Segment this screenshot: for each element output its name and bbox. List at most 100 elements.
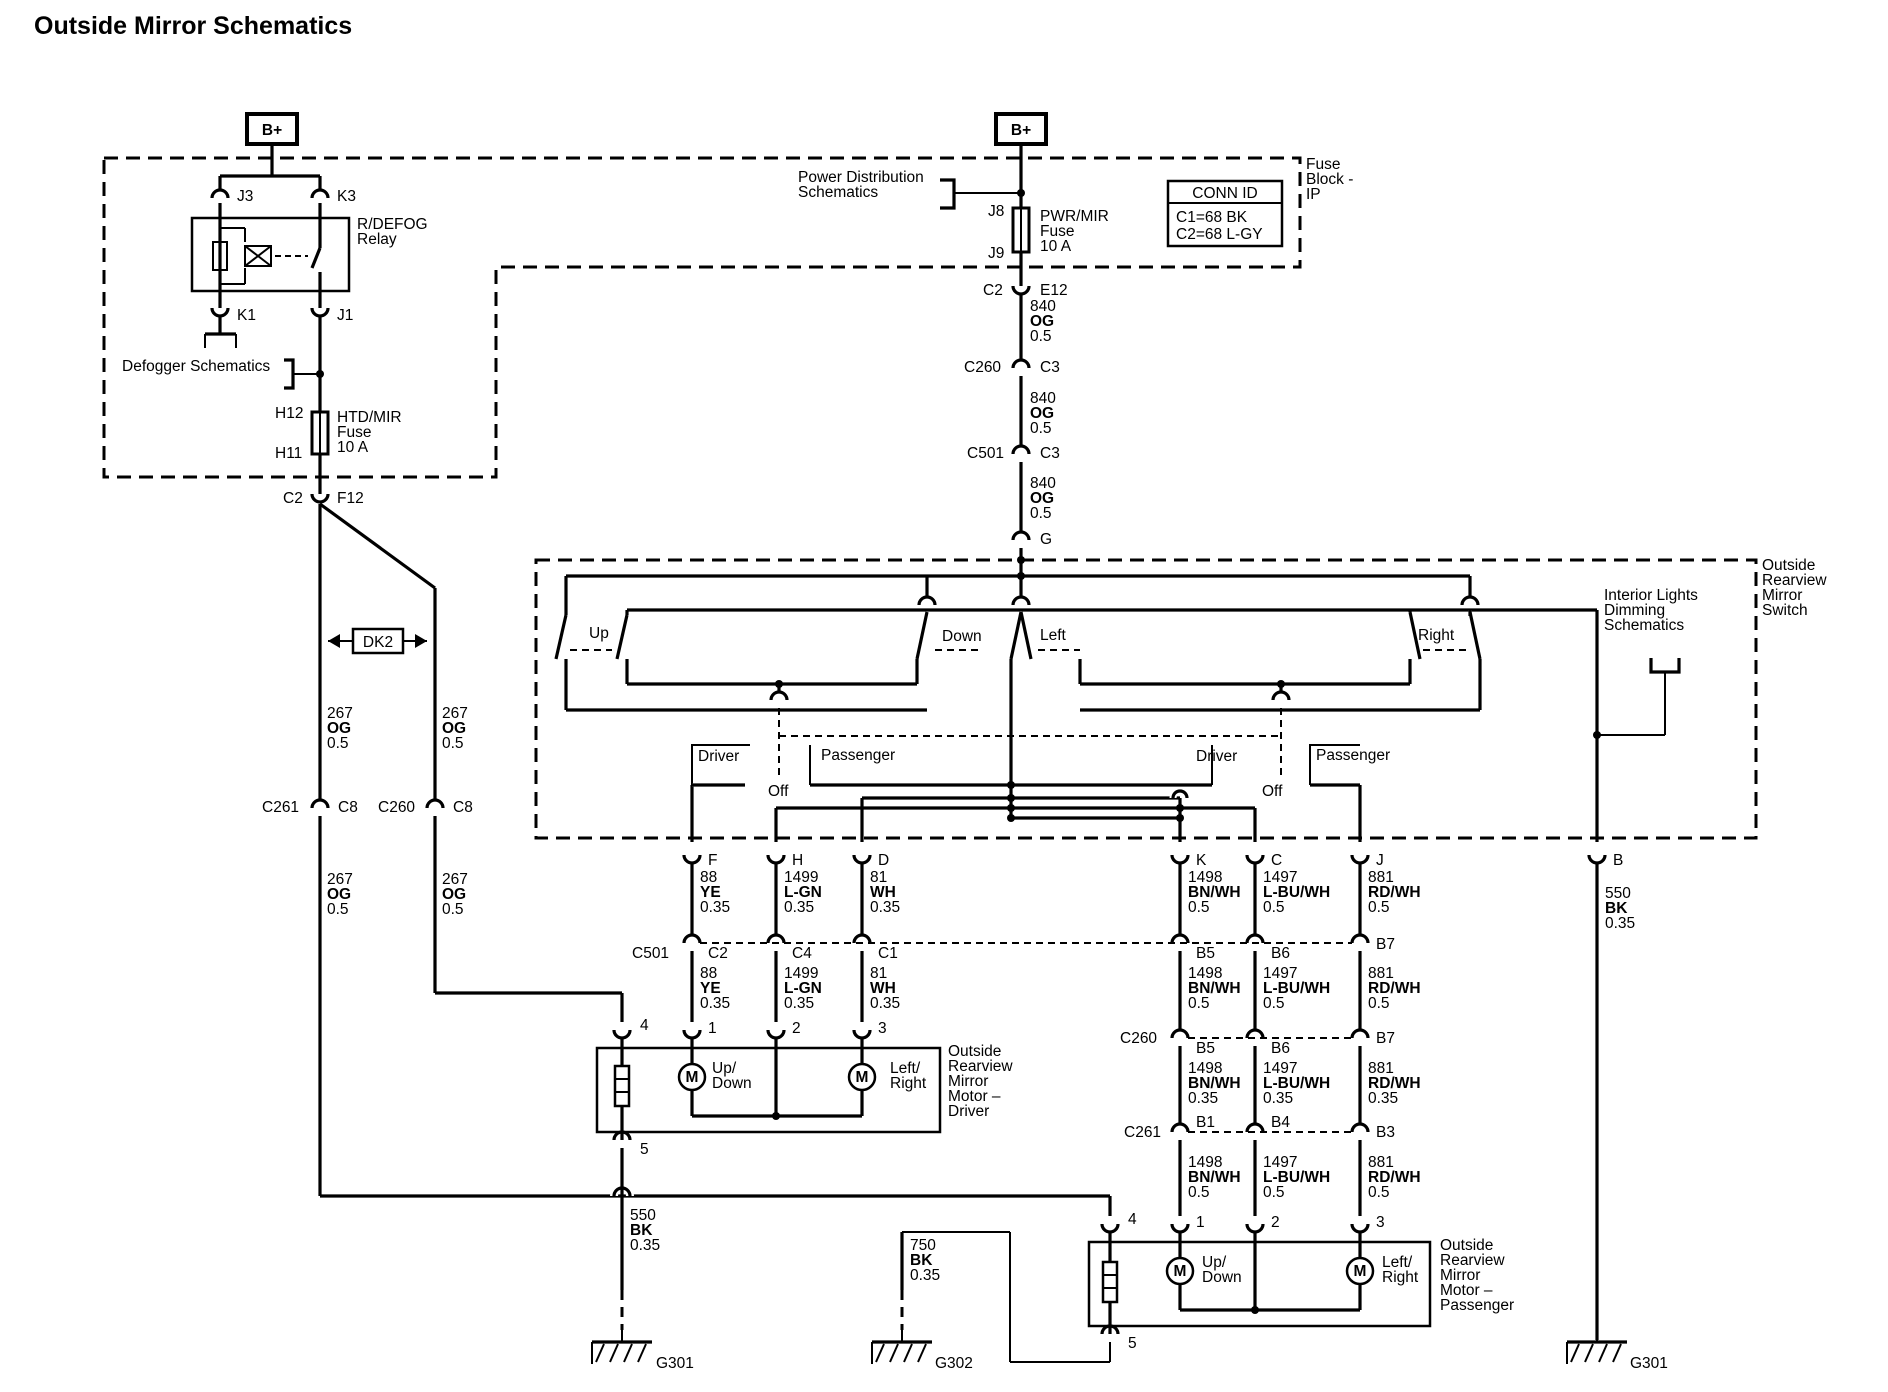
switch-label-3: Mirror (1762, 587, 1802, 604)
wire-c-b-1: 1497 (1263, 965, 1297, 982)
passenger-motor-label-2: Rearview (1440, 1252, 1505, 1269)
wire-h-b-3: 0.35 (784, 995, 814, 1012)
passenger-updown-1: Up/ (1202, 1254, 1227, 1271)
wire-h-a-1: 1499 (784, 869, 818, 886)
pin-f12: F12 (337, 490, 364, 507)
switch-label-1: Outside (1762, 557, 1815, 574)
wire-d-b-1: 81 (870, 965, 887, 982)
wire-j-d-1: 881 (1368, 1154, 1394, 1171)
c501-pin-b5: B5 (1196, 945, 1215, 962)
wire-267-b-1: 267 (442, 705, 468, 722)
wire-h-a-3: 0.35 (784, 899, 814, 916)
driver-pin-4: 4 (640, 1017, 649, 1034)
driver-motor-label-3: Mirror (948, 1073, 988, 1090)
c260-pin-b7: B7 (1376, 1030, 1395, 1047)
wire-267-b-2: OG (442, 720, 466, 737)
wire-f-a-3: 0.35 (700, 899, 730, 916)
wire-c-b-2: L-BU/WH (1263, 980, 1330, 997)
wire-j-b-2: RD/WH (1368, 980, 1421, 997)
gnd-wire-550-2: BK (630, 1222, 653, 1239)
wire-j-b-1: 881 (1368, 965, 1394, 982)
dimming-label-1: Interior Lights (1604, 587, 1698, 604)
wire-d-a-1: 81 (870, 869, 887, 886)
switch-passenger-label-2: Passenger (1316, 747, 1390, 764)
bplus-left-box: B+ (245, 112, 299, 146)
ground-g302-icon (870, 1328, 934, 1366)
pin-c8-b: C8 (453, 799, 473, 816)
wire-840-a-2: OG (1030, 313, 1054, 330)
pin-c: C (1271, 852, 1282, 869)
passenger-updown-2: Down (1202, 1269, 1242, 1286)
gnd-wire-550-3: 0.35 (630, 1237, 660, 1254)
wire-267-d-3: 0.5 (442, 901, 464, 918)
wire-k-a-2: BN/WH (1188, 884, 1241, 901)
conn-c260-right: C260 (964, 359, 1001, 376)
wire-h-b-1: 1499 (784, 965, 818, 982)
pin-g: G (1040, 531, 1052, 548)
page-title: Outside Mirror Schematics (34, 12, 353, 40)
wire-840-a-1: 840 (1030, 298, 1056, 315)
wire-j-a-1: 881 (1368, 869, 1394, 886)
pin-c8-a: C8 (338, 799, 358, 816)
c261-pin-b1: B1 (1196, 1114, 1215, 1131)
switch-driver-label-2: Driver (1196, 748, 1237, 765)
wire-k-b-2: BN/WH (1188, 980, 1241, 997)
passenger-pin-2: 2 (1271, 1214, 1280, 1231)
wire-840-b-1: 840 (1030, 390, 1056, 407)
passenger-pin-3: 3 (1376, 1214, 1385, 1231)
switch-up-label: Up (589, 625, 609, 642)
wire-267-d-2: OG (442, 886, 466, 903)
wire-267-a-1: 267 (327, 705, 353, 722)
wire-267-c-1: 267 (327, 871, 353, 888)
conn-c261-left: C261 (262, 799, 299, 816)
switch-left-label: Left (1040, 627, 1067, 644)
wire-c-a-3: 0.5 (1263, 899, 1285, 916)
wire-c-c-3: 0.35 (1263, 1090, 1293, 1107)
bplus-right-label: B+ (1011, 122, 1031, 139)
switch-down-label: Down (942, 628, 982, 645)
conn-c260-left: C260 (378, 799, 415, 816)
pin-f: F (708, 852, 717, 869)
wire-c-d-2: L-BU/WH (1263, 1169, 1330, 1186)
gnd-wire-750-2: BK (910, 1252, 933, 1269)
c260-pin-b5: B5 (1196, 1040, 1215, 1057)
pin-h12: H12 (275, 405, 303, 422)
conn-id-c2: C2=68 L-GY (1176, 226, 1263, 243)
wire-840-a-3: 0.5 (1030, 328, 1052, 345)
wire-k-a-1: 1498 (1188, 869, 1222, 886)
wire-267-c-3: 0.5 (327, 901, 349, 918)
passenger-heater-icon (1101, 1260, 1119, 1304)
driver-pin-2: 2 (792, 1020, 801, 1037)
passenger-motor-label-1: Outside (1440, 1237, 1493, 1254)
driver-updown-1: Up/ (712, 1060, 737, 1077)
power-dist-label-2: Schematics (798, 184, 878, 201)
ground-g301-left-icon (590, 1328, 654, 1366)
wire-k-c-1: 1498 (1188, 1060, 1222, 1077)
driver-updown-2: Down (712, 1075, 752, 1092)
fuse-block-outline (102, 156, 1302, 479)
driver-m2-label: M (856, 1069, 869, 1086)
wire-j-a-2: RD/WH (1368, 884, 1421, 901)
wire-840-c-2: OG (1030, 490, 1054, 507)
wire-j-a-3: 0.5 (1368, 899, 1390, 916)
pin-j1: J1 (337, 307, 353, 324)
wire-b-2: BK (1605, 900, 1628, 917)
wire-f-b-2: YE (700, 980, 721, 997)
wire-j-c-2: RD/WH (1368, 1075, 1421, 1092)
driver-m1-label: M (686, 1069, 699, 1086)
wire-c-a-2: L-BU/WH (1263, 884, 1330, 901)
passenger-leftright-2: Right (1382, 1269, 1419, 1286)
pin-j: J (1376, 852, 1384, 869)
dk2-link: DK2 (328, 627, 427, 655)
defogger-schematics-ref: Defogger Schematics (122, 358, 270, 375)
bplus-left-label: B+ (262, 122, 282, 139)
wire-c-c-2: L-BU/WH (1263, 1075, 1330, 1092)
wire-840-c-3: 0.5 (1030, 505, 1052, 522)
wire-267-d-1: 267 (442, 871, 468, 888)
wire-c-a-1: 1497 (1263, 869, 1297, 886)
mirror-switch-outline (534, 558, 1758, 840)
wire-840-b-3: 0.5 (1030, 420, 1052, 437)
driver-leftright-1: Left/ (890, 1060, 921, 1077)
passenger-m1-label: M (1174, 1263, 1187, 1280)
